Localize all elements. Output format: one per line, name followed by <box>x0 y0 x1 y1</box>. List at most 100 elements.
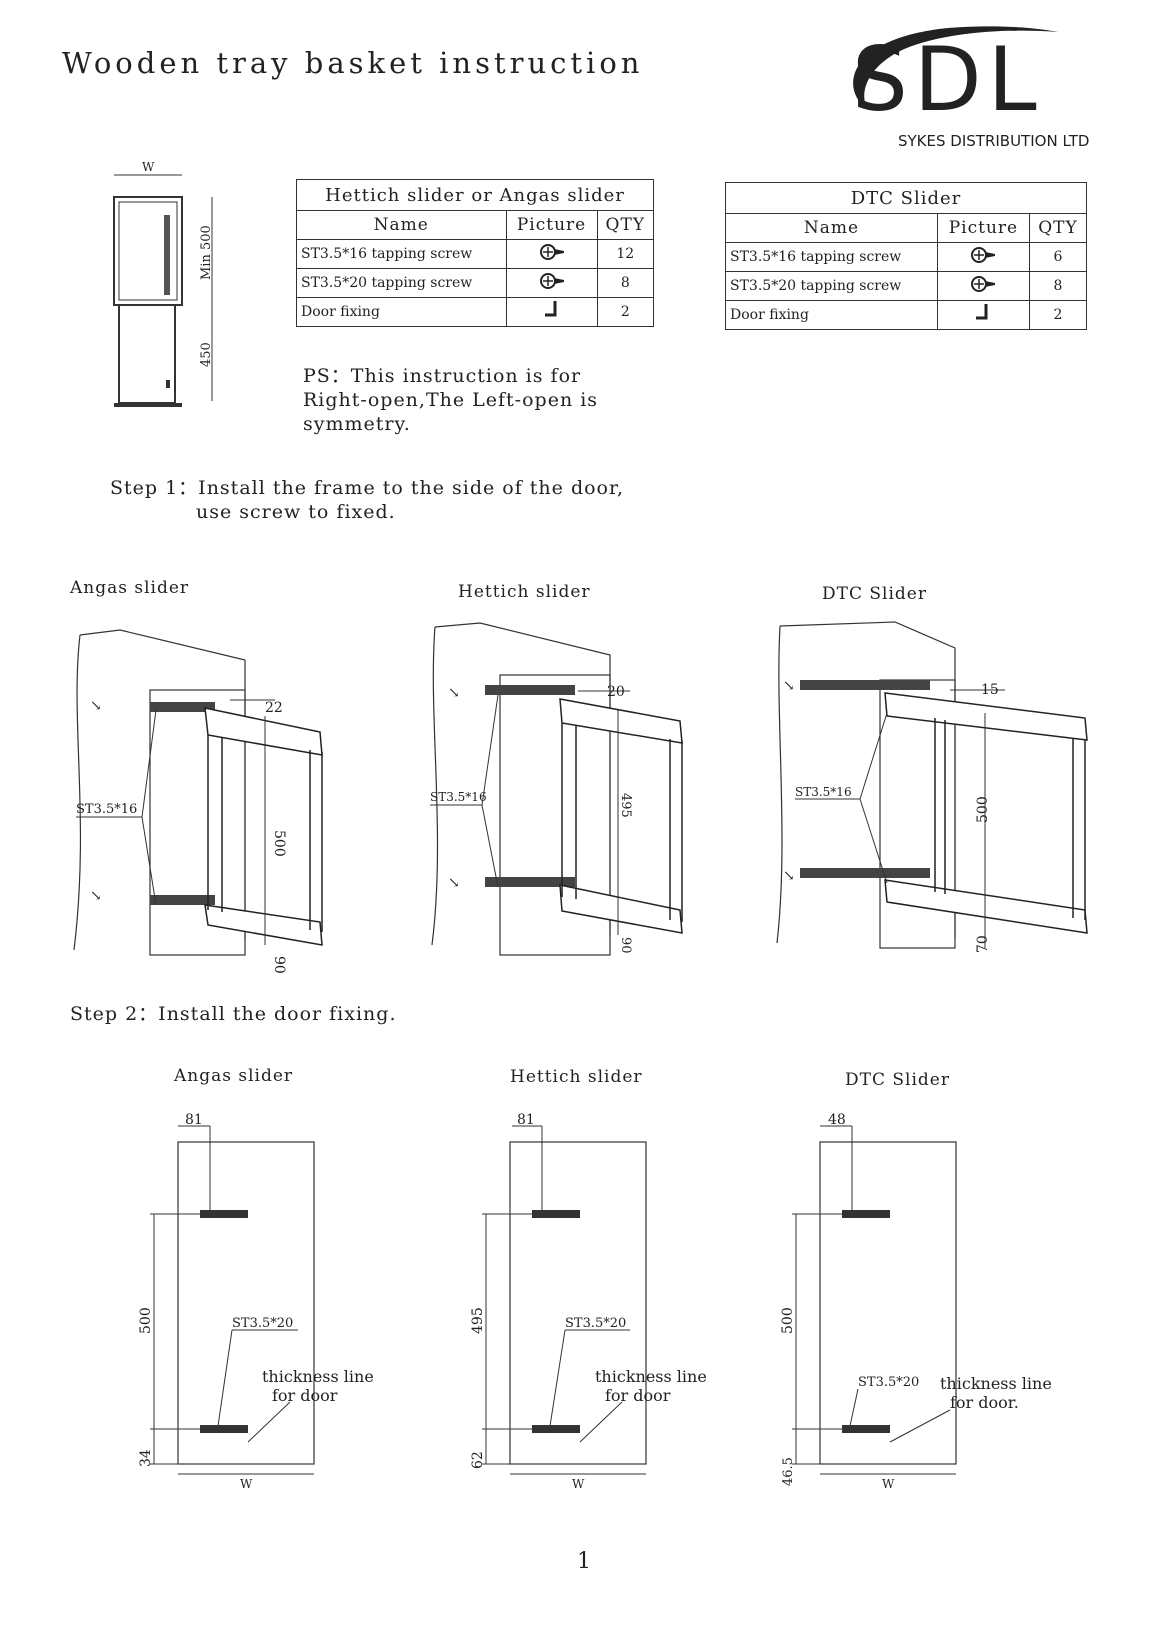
svg-text:90: 90 <box>618 937 633 954</box>
item-name: Door fixing <box>725 300 938 330</box>
svg-text:W: W <box>240 1477 253 1491</box>
svg-text:15: 15 <box>981 682 999 698</box>
step2-dtc-diagram: 48 500 46.5 W ST3.5*20 thickness line fo… <box>780 1112 1052 1491</box>
step1-line2: use screw to fixed. <box>196 501 396 523</box>
svg-text:thickness line: thickness line <box>262 1367 374 1386</box>
screw-callout: ST3.5*20 <box>858 1375 919 1390</box>
screw-icon <box>936 242 1030 272</box>
column-header-qty: QTY <box>596 210 655 240</box>
step2-label-angas: Angas slider <box>174 1066 294 1086</box>
door-fixing-icon <box>505 297 598 327</box>
screw-callout: ST3.5*20 <box>232 1316 293 1331</box>
svg-text:for door: for door <box>272 1386 338 1405</box>
svg-text:495: 495 <box>470 1307 486 1334</box>
svg-text:↘: ↘ <box>90 698 102 714</box>
cabinet-width-label: W <box>142 160 155 174</box>
item-name: ST3.5*20 tapping screw <box>296 268 507 298</box>
table-row: ST3.5*16 tapping screw 12 <box>296 239 655 269</box>
column-header-name: Name <box>725 213 938 243</box>
svg-text:46.5: 46.5 <box>781 1457 796 1486</box>
svg-text:500: 500 <box>271 830 287 857</box>
step1-line1: Step 1：Install the frame to the side of … <box>110 477 625 499</box>
note-line: symmetry. <box>303 413 411 435</box>
item-qty: 12 <box>596 239 655 269</box>
table-row: Door fixing 2 <box>296 297 655 327</box>
svg-text:↘: ↘ <box>783 678 795 694</box>
item-qty: 8 <box>1028 271 1088 301</box>
svg-text:500: 500 <box>138 1307 154 1334</box>
table-row: Door fixing 2 <box>725 300 1088 330</box>
step1-label-dtc: DTC Slider <box>822 584 927 604</box>
screw-icon <box>505 268 598 298</box>
item-qty: 6 <box>1028 242 1088 272</box>
svg-text:62: 62 <box>470 1451 486 1469</box>
table-caption: DTC Slider <box>725 182 1087 214</box>
svg-text:81: 81 <box>517 1112 535 1128</box>
parts-table-dtc: DTC Slider Name Picture QTY ST3.5*16 tap… <box>725 182 1088 330</box>
item-name: Door fixing <box>296 297 507 327</box>
item-name: ST3.5*20 tapping screw <box>725 271 938 301</box>
svg-text:500: 500 <box>780 1307 796 1334</box>
svg-text:48: 48 <box>828 1112 846 1128</box>
svg-text:20: 20 <box>607 684 625 700</box>
svg-text:22: 22 <box>265 700 283 716</box>
svg-text:for door: for door <box>605 1386 671 1405</box>
svg-text:W: W <box>882 1477 895 1491</box>
table-row: ST3.5*20 tapping screw 8 <box>296 268 655 298</box>
screw-icon <box>936 271 1030 301</box>
column-header-picture: Picture <box>936 213 1030 243</box>
step1-dtc-diagram: 15 500 70 ST3.5*16 ↘ ↘ <box>776 621 1088 953</box>
table-row: ST3.5*20 tapping screw 8 <box>725 271 1088 301</box>
column-header-qty: QTY <box>1028 213 1088 243</box>
step2-angas-diagram: 81 500 34 W ST3.5*20 thickness line for … <box>138 1112 374 1491</box>
note-line: Right-open,The Left-open is <box>303 389 599 411</box>
svg-text:90: 90 <box>271 956 287 974</box>
item-qty: 2 <box>1028 300 1088 330</box>
svg-text:↘: ↘ <box>448 685 460 701</box>
cabinet-overview-diagram: W Min 500 450 <box>113 160 214 407</box>
item-name: ST3.5*16 tapping screw <box>725 242 938 272</box>
column-header-name: Name <box>296 210 507 240</box>
logo-text: SDL <box>852 28 1043 131</box>
item-name: ST3.5*16 tapping screw <box>296 239 507 269</box>
svg-text:70: 70 <box>975 935 991 953</box>
page-title: Wooden tray basket instruction <box>62 46 644 80</box>
column-header-picture: Picture <box>505 210 598 240</box>
svg-text:W: W <box>572 1477 585 1491</box>
step1-hettich-diagram: 20 495 90 ST3.5*16 ↘ ↘ <box>430 622 683 956</box>
svg-text:thickness line: thickness line <box>940 1374 1052 1393</box>
svg-text:495: 495 <box>618 793 633 818</box>
svg-text:↘: ↘ <box>783 868 795 884</box>
table-row: ST3.5*16 tapping screw 6 <box>725 242 1088 272</box>
svg-text:500: 500 <box>975 796 991 823</box>
item-qty: 8 <box>596 268 655 298</box>
screw-callout: ST3.5*16 <box>795 785 852 799</box>
svg-text:↘: ↘ <box>448 875 460 891</box>
step2-label-dtc: DTC Slider <box>845 1070 950 1090</box>
svg-text:thickness line: thickness line <box>595 1367 707 1386</box>
step1-angas-diagram: 22 500 90 ST3.5*16 ↘ ↘ <box>73 629 323 974</box>
step1-label-hettich: Hettich slider <box>458 582 591 602</box>
door-fixing-icon <box>936 300 1030 330</box>
step2-label-hettich: Hettich slider <box>510 1067 643 1087</box>
svg-text:81: 81 <box>185 1112 203 1128</box>
step2-line1: Step 2：Install the door fixing. <box>70 1003 397 1025</box>
page-number: 1 <box>577 1549 591 1574</box>
screw-callout: ST3.5*20 <box>565 1316 626 1331</box>
screw-callout: ST3.5*16 <box>430 790 487 804</box>
cabinet-lower-dim: 450 <box>199 342 214 367</box>
logo-swoosh-icon <box>853 26 1058 110</box>
step2-hettich-diagram: 81 495 62 W ST3.5*20 thickness line for … <box>470 1112 707 1491</box>
note-line: PS：This instruction is for <box>303 365 582 387</box>
instruction-note: PS：This instruction is for Right-open,Th… <box>303 364 653 436</box>
table-caption: Hettich slider or Angas slider <box>296 179 654 211</box>
screw-callout: ST3.5*16 <box>76 802 137 817</box>
parts-table-hettich-angas: Hettich slider or Angas slider Name Pict… <box>296 179 655 327</box>
item-qty: 2 <box>596 297 655 327</box>
screw-icon <box>505 239 598 269</box>
svg-text:for door.: for door. <box>950 1393 1019 1412</box>
svg-text:34: 34 <box>138 1449 154 1467</box>
cabinet-upper-dim: Min 500 <box>199 225 214 280</box>
logo-subtitle: SYKES DISTRIBUTION LTD <box>898 132 1090 150</box>
step1-label-angas: Angas slider <box>70 578 190 598</box>
